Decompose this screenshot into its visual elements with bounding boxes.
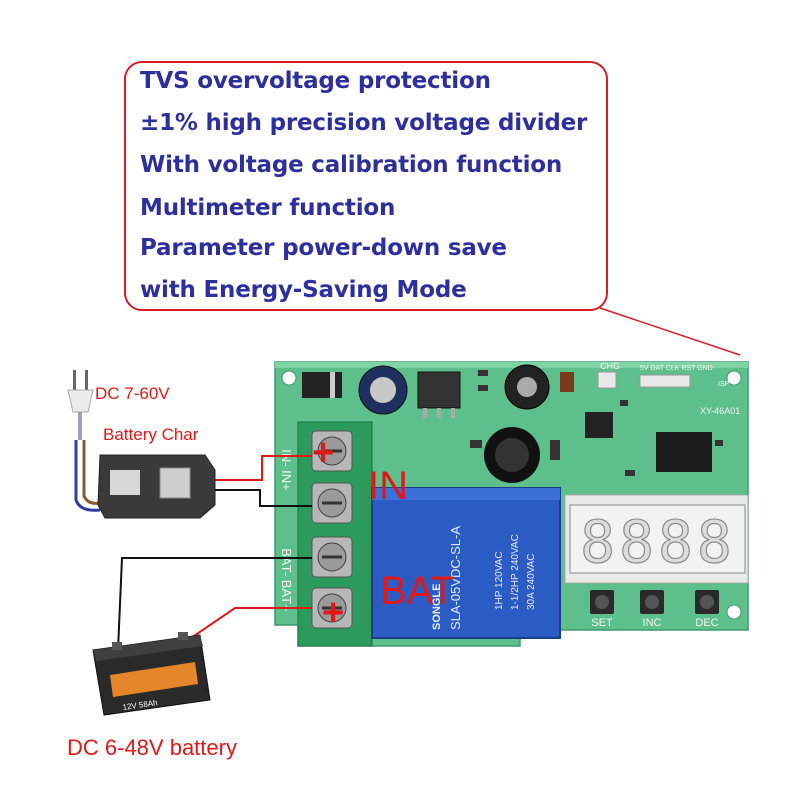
wire-charger-negative — [210, 489, 312, 507]
terminal-screws — [311, 430, 353, 629]
pin-header — [639, 374, 691, 388]
relay-brand: SONGLE — [431, 584, 443, 630]
button-set[interactable] — [590, 590, 614, 614]
seven-segment-display: 8888 — [580, 508, 736, 576]
bat-plus-sign: + — [322, 592, 344, 634]
callout-pointer — [599, 307, 741, 356]
charger-voltage-label: DC 7-60V — [95, 384, 170, 403]
button-inc[interactable] — [640, 590, 664, 614]
isp-label: ISP — [718, 381, 730, 388]
relay-rating-2: 1-1/2HP 240VAC — [510, 534, 521, 610]
feature-energy-saving: with Energy-Saving Mode — [140, 277, 467, 303]
wire-battery-positive — [187, 607, 312, 641]
board-code-label: XY-46A01 — [700, 406, 740, 416]
regulator-chip — [417, 371, 461, 409]
charger-icon — [97, 454, 216, 519]
charger-cable-brown — [82, 440, 101, 505]
in-label: IN — [368, 464, 408, 508]
button-dec[interactable] — [695, 590, 719, 614]
feature-callout-box — [124, 61, 608, 311]
chg-label: CHG — [600, 361, 620, 371]
bat-label: BAT — [380, 569, 455, 613]
battery-icon — [92, 632, 211, 716]
relay — [371, 487, 561, 639]
transistor-chip — [585, 412, 613, 438]
header-pin-labels: 5V DAT CLK RST GND — [640, 365, 713, 372]
feature-multimeter: Multimeter function — [140, 195, 396, 221]
charger-plug-icon — [67, 370, 94, 440]
wire-battery-negative — [117, 557, 312, 651]
feature-calibration: With voltage calibration function — [140, 152, 563, 178]
wire-charger-positive — [210, 455, 312, 481]
relay-rating-1: 1HP 120VAC — [494, 551, 505, 610]
feature-powerdown-save: Parameter power-down save — [140, 235, 507, 261]
microcontroller-chip — [656, 432, 712, 472]
relay-model: SLA-05VDC-SL-A — [448, 526, 463, 630]
feature-tvs: TVS overvoltage protection — [140, 68, 491, 94]
terminal-side-label-bat: BAT- BAT+ — [279, 548, 294, 611]
feature-divider: ±1% high precision voltage divider — [140, 110, 588, 136]
charger-cable-blue — [74, 440, 101, 512]
button-set-label: SET — [591, 617, 613, 629]
button-inc-label: INC — [643, 617, 662, 629]
charger-name-label: Battery Char — [103, 425, 199, 444]
button-dec-label: DEC — [695, 617, 718, 629]
terminal-side-label-in: IN- IN+ — [279, 449, 294, 491]
diode-d2 — [302, 372, 342, 398]
relay-rating-3: 30A 240VAC — [526, 553, 537, 610]
in-plus-sign: + — [312, 432, 334, 474]
battery-voltage-label: DC 6-48V battery — [67, 735, 237, 760]
